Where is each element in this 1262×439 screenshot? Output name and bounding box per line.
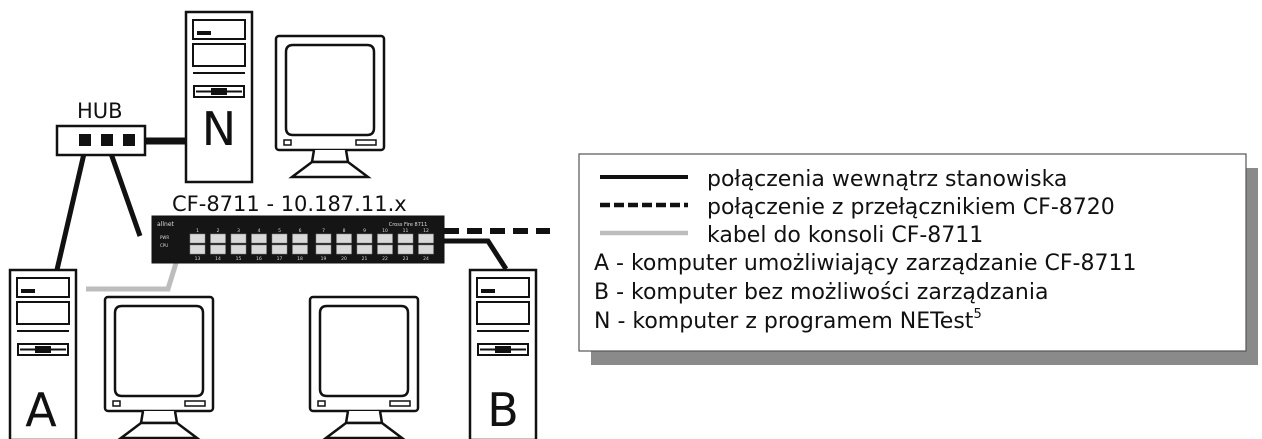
switch-led-cpu: CPU <box>160 243 168 248</box>
switch-ports: 1 13 2 14 3 15 4 16 5 17 6 18 7 19 8 20 9 21 10 22 11 23 12 24 <box>189 228 434 262</box>
cable-hub-to-a <box>50 144 89 288</box>
switch-port <box>189 233 206 244</box>
port-number-top: 7 <box>322 228 325 234</box>
monitor-a <box>103 295 215 439</box>
cable-hub-to-switch <box>105 144 143 237</box>
hub-label: HUB <box>77 99 123 123</box>
switch-led-pwr: PWR <box>160 235 169 240</box>
footnote-mark: 5 <box>973 307 981 322</box>
switch-port <box>271 233 288 244</box>
legend-note: B - komputer bez możliwości zarządzania <box>594 280 1048 305</box>
switch-port <box>210 244 226 255</box>
legend-item-label: połączenie z przełącznikiem CF-8720 <box>707 195 1115 220</box>
port-number-top: 11 <box>403 228 409 234</box>
port-number-bottom: 20 <box>341 256 347 262</box>
port-number-bottom: 13 <box>195 256 201 262</box>
port-number-top: 6 <box>299 228 302 234</box>
switch-port <box>230 233 247 244</box>
port-number-top: 4 <box>258 228 261 234</box>
switch-model: Cross Fire 8711 <box>389 222 428 228</box>
switch-title: CF-8711 - 10.187.11.x <box>172 192 407 216</box>
port-number-bottom: 17 <box>277 256 283 262</box>
switch-port <box>271 244 288 255</box>
port-number-bottom: 19 <box>321 256 327 262</box>
switch-port <box>418 233 434 244</box>
computer-b-label: B <box>487 383 519 437</box>
switch-port <box>230 244 247 255</box>
switch-port <box>189 244 206 255</box>
port-number-bottom: 18 <box>297 256 303 262</box>
monitor-n <box>274 34 386 179</box>
switch-port <box>210 233 226 244</box>
port-number-top: 12 <box>423 228 429 234</box>
switch-port <box>377 233 393 244</box>
port-number-bottom: 21 <box>362 256 368 262</box>
computer-b: B <box>468 268 538 439</box>
port-number-top: 10 <box>382 228 388 234</box>
switch-port <box>292 233 308 244</box>
port-number-bottom: 14 <box>215 256 221 262</box>
legend-item-label: połączenia wewnątrz stanowiska <box>707 167 1067 192</box>
tower-n <box>184 10 254 184</box>
cable-switch-to-b <box>444 238 509 271</box>
port-number-bottom: 23 <box>403 256 409 262</box>
port-number-bottom: 16 <box>256 256 262 262</box>
port-number-bottom: 15 <box>236 256 242 262</box>
computer-n-label: N <box>202 102 236 156</box>
switch-port <box>397 233 414 244</box>
switch-port <box>356 233 373 244</box>
port-number-bottom: 22 <box>382 256 388 262</box>
legend: połączenia wewnątrz stanowiska połączeni… <box>578 153 1258 365</box>
switch-cf8711: CF-8711 - 10.187.11.x allnet Cross Fire … <box>151 192 445 264</box>
legend-box <box>578 153 1247 352</box>
switch-port <box>418 244 434 255</box>
switch-port <box>336 244 352 255</box>
port-number-top: 8 <box>343 228 346 234</box>
port-number-top: 3 <box>237 228 240 234</box>
hub-port-1 <box>79 134 91 146</box>
port-number-top: 1 <box>196 228 199 234</box>
port-number-bottom: 24 <box>423 256 429 262</box>
legend-note-text: N - komputer z programem NETest <box>594 309 974 334</box>
monitor-b <box>308 295 420 439</box>
switch-port <box>315 233 332 244</box>
hub-port-2 <box>101 134 113 146</box>
hub: HUB <box>55 99 147 157</box>
switch-port <box>251 233 267 244</box>
hub-port-3 <box>123 134 135 146</box>
switch-port <box>377 244 393 255</box>
port-number-top: 9 <box>363 228 366 234</box>
switch-port <box>292 244 308 255</box>
switch-port <box>356 244 373 255</box>
switch-port <box>251 244 267 255</box>
computer-a-label: A <box>25 383 57 437</box>
switch-port <box>397 244 414 255</box>
switch-port <box>336 233 352 244</box>
port-number-top: 5 <box>278 228 281 234</box>
computer-n: N <box>184 10 386 184</box>
port-number-top: 2 <box>217 228 220 234</box>
legend-note: A - komputer umożliwiający zarządzanie C… <box>594 251 1136 276</box>
switch-brand: allnet <box>157 221 175 228</box>
legend-item-label: kabel do konsoli CF-8711 <box>707 223 983 248</box>
switch-port <box>315 244 332 255</box>
computer-a: A <box>8 268 78 439</box>
legend-note: N - komputer z programem NETest5 <box>594 307 982 334</box>
